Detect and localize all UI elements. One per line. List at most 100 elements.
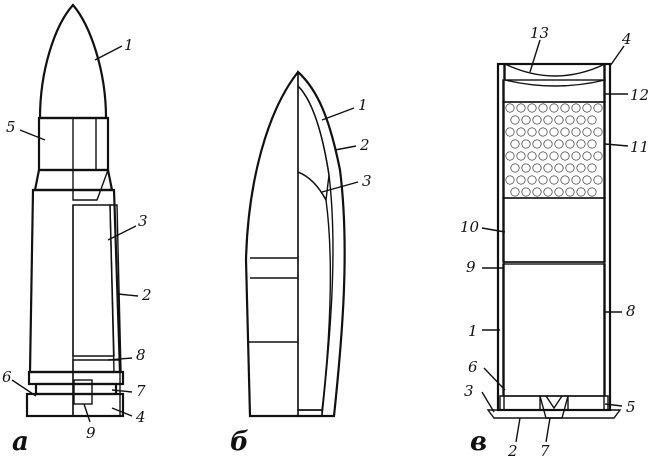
pellet [549,127,559,137]
label-a-1: 1 [124,36,134,54]
pellet [505,175,515,185]
pellet [582,151,592,161]
label-a-8: 8 [136,346,146,364]
bullet-a [38,3,108,120]
pellet [565,187,575,197]
label-v-12: 12 [630,86,649,104]
pellet [516,127,526,137]
figure-letter-a: а [12,427,29,457]
jacket-b [297,70,346,417]
label-a-5: 5 [6,118,16,136]
case-body-a [28,188,122,374]
pellet [593,175,603,185]
shot-pellets [505,103,603,197]
pellet [543,139,553,149]
label-a-3: 3 [138,212,148,230]
pellet [549,151,559,161]
pellet [582,175,592,185]
pellet [560,127,570,137]
label-a-4: 4 [135,408,146,426]
pellet [554,187,564,197]
pellet [532,187,542,197]
pellet [543,115,553,125]
primer-v [539,395,569,419]
pellet [587,139,597,149]
pellet [593,127,603,137]
pellet [571,175,581,185]
label-b-2: 2 [359,136,370,154]
pellet [516,103,526,113]
pellet [554,115,564,125]
pellet [549,175,559,185]
label-v-1: 1 [468,322,478,340]
label-v-13: 13 [530,24,549,42]
pellet [521,139,531,149]
pellet [538,103,548,113]
case-base-a [27,370,125,386]
pellet [510,139,520,149]
label-a-2: 2 [141,286,152,304]
powder-v [502,263,606,397]
pellet [571,103,581,113]
pellet [587,115,597,125]
label-v-3: 3 [464,382,474,400]
pellet [593,103,603,113]
figure-letter-b: б [230,427,249,457]
core-b [297,170,332,411]
pellet [532,115,542,125]
pellet [527,151,537,161]
powder-charge-a [72,204,115,357]
label-b-1: 1 [358,96,368,114]
figure-a-rifle-cartridge: 1 2 3 4 5 6 7 8 9 а [2,3,152,457]
pellet [521,163,531,173]
primer-a [73,379,93,405]
pellet [582,127,592,137]
felt-wad-v [502,197,606,263]
figure-letter-v: в [470,427,487,457]
pellet [521,187,531,197]
pellet [505,151,515,161]
pellet [510,187,520,197]
pellet [554,163,564,173]
label-v-9: 9 [466,258,476,276]
pellet [532,139,542,149]
label-v-10: 10 [460,218,480,236]
pellet [571,127,581,137]
pellet [538,151,548,161]
crimp-v [504,62,606,87]
pellet [532,163,542,173]
figure-v-shotgun-shell: 13 4 12 11 10 9 8 1 6 3 5 2 7 в [460,24,649,460]
pellet [543,163,553,173]
label-a-7: 7 [136,382,146,400]
pellet [587,187,597,197]
pellet [543,187,553,197]
pellet [565,163,575,173]
pellet [549,103,559,113]
pellet [510,115,520,125]
label-v-5: 5 [626,398,636,416]
label-a-9: 9 [86,424,96,442]
pellet [510,163,520,173]
pellet [576,115,586,125]
pellet [560,175,570,185]
pellet [587,163,597,173]
pellet [565,115,575,125]
label-v-4: 4 [621,30,632,48]
pellet [576,163,586,173]
pellet [516,151,526,161]
pellet [560,103,570,113]
pellet [576,187,586,197]
label-b-3: 3 [362,172,372,190]
label-v-11: 11 [630,138,649,156]
label-a-6: 6 [2,368,12,386]
pellet [527,127,537,137]
label-v-7: 7 [540,442,550,460]
pellet [565,139,575,149]
pellet [521,115,531,125]
pellet [505,127,515,137]
pellet [576,139,586,149]
pellet [505,103,515,113]
pellet [527,103,537,113]
pellet [516,175,526,185]
